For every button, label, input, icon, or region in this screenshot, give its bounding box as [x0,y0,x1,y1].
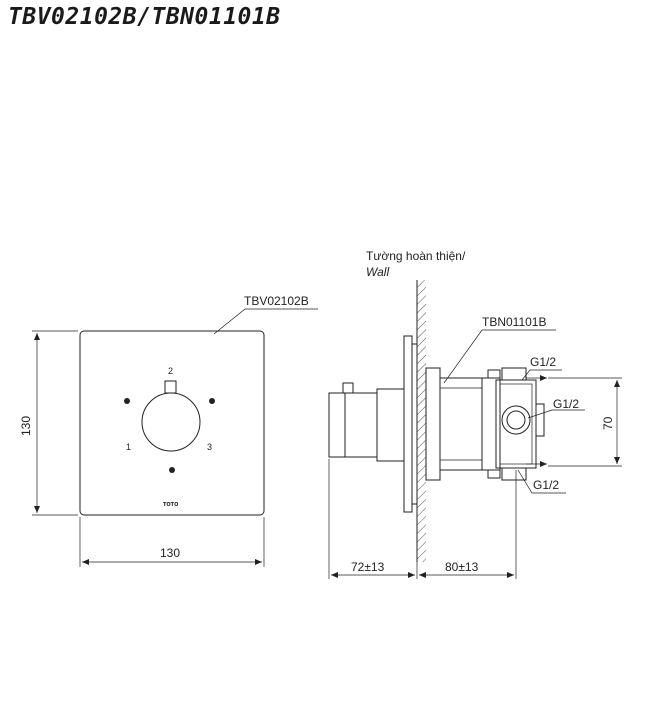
callout-leader-tbn [443,329,556,384]
port-leader-mid [527,409,585,419]
brand-logo: TOTO [163,502,178,508]
depth-label-left: 72±13 [351,560,385,574]
port-leader-top [521,369,562,381]
callout-tbn01101b: TBN01101B [482,315,546,329]
screw-bottom [169,467,175,473]
knob-indicator [164,380,177,394]
port-label-middle: G1/2 [553,397,579,411]
position-label-1: 1 [126,442,131,452]
side-view: Tường hoàn thiện/ Wall [328,249,622,579]
port-leader-bottom [517,469,566,494]
drawing-title: TBV02102B/TBN01101B [8,4,281,30]
screw-left [124,398,130,404]
handle-side [328,392,378,458]
port-label-bottom: G1/2 [533,478,559,492]
cover-plate [79,330,265,516]
wall-hatch [417,280,426,562]
screw-right [209,398,215,404]
depth-label-right: 80±13 [445,560,479,574]
port-spacing-label: 70 [601,416,615,430]
cover-plate-side [403,335,413,513]
callout-leader-tbv [213,308,318,335]
position-label-2: 2 [168,366,173,376]
callout-tbv02102b: TBV02102B [244,294,309,308]
wall-label-vietnamese: Tường hoàn thiện/ [366,249,466,263]
width-dimension-label: 130 [160,546,180,560]
port-label-top: G1/2 [530,355,556,369]
control-knob [141,392,201,452]
front-view: 2 1 3 TOTO TBV02102B 130 130 [19,294,318,567]
position-label-3: 3 [207,442,212,452]
wall-label-english: Wall [366,265,389,279]
valve-body [425,367,547,481]
height-dimension-label: 130 [19,416,33,436]
